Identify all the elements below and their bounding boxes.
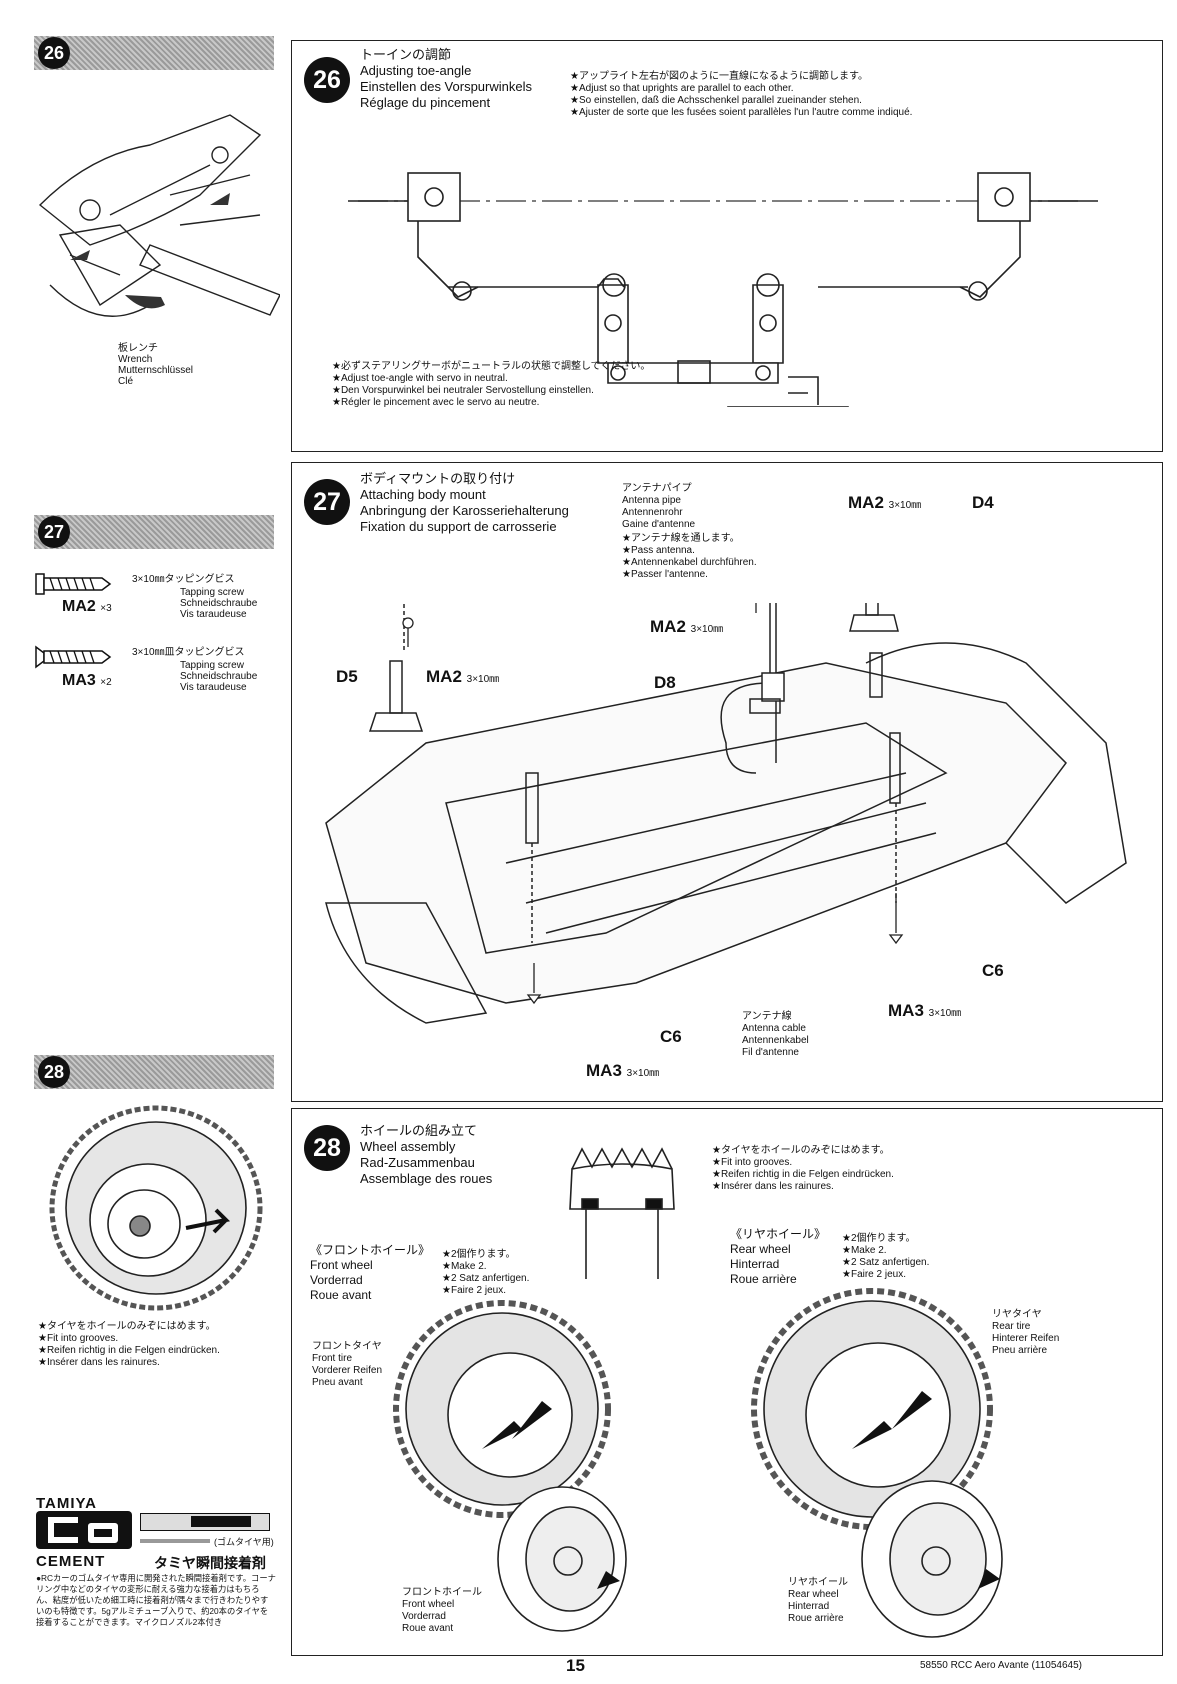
sidebar-step-28-header: 28 bbox=[34, 1055, 274, 1089]
ma2-description-langs: Tapping screw Schneidschraube Vis taraud… bbox=[180, 587, 258, 620]
rear-tire-wheel-illustration bbox=[751, 1288, 1003, 1638]
antenna-pipe-label: アンテナパイプ Antenna pipe Antennenrohr Gaine … bbox=[622, 483, 696, 530]
d8-label: D8 bbox=[654, 673, 676, 692]
sidebar-step-26-number: 26 bbox=[38, 37, 70, 69]
rear-wheel-heading: 《リヤホイール》 Rear wheel Hinterrad Roue arriè… bbox=[730, 1227, 827, 1286]
tire-groove-cross-section bbox=[569, 1147, 675, 1279]
ca-logo bbox=[36, 1511, 132, 1549]
step-26-title: トーインの調節 Adjusting toe-angle Einstellen d… bbox=[360, 47, 532, 110]
ma2-label-top: MA2 3×10㎜ bbox=[848, 493, 922, 512]
rear-make-note: ★2個作ります。 ★Make 2. ★2 Satz anfertigen. ★F… bbox=[842, 1233, 930, 1280]
step-26-upright-note: ★アップライト左右が図のように一直線になるように調節します。 ★Adjust s… bbox=[570, 71, 913, 118]
ma3-label-right: MA3 3×10㎜ bbox=[888, 1001, 962, 1020]
c6-label-right: C6 bbox=[982, 961, 1004, 980]
step-26-panel: 26 トーインの調節 Adjusting toe-angle Einstelle… bbox=[291, 40, 1163, 452]
step-28-title: ホイールの組み立て Wheel assembly Rad-Zusammenbau… bbox=[360, 1123, 493, 1186]
d5-label: D5 bbox=[336, 667, 358, 686]
ma2-label-middle: MA2 3×10㎜ bbox=[650, 617, 724, 636]
antenna-cable-label: アンテナ線 Antenna cable Antennenkabel Fil d'… bbox=[742, 1011, 809, 1058]
product-code: 58550 RCC Aero Avante (11054645) bbox=[920, 1660, 1082, 1671]
step-27-panel: 27 ボディマウントの取り付け Attaching body mount Anb… bbox=[291, 462, 1163, 1102]
sidebar-28-tire-illustration bbox=[49, 1105, 263, 1311]
sidebar-step-27-header: 27 bbox=[34, 515, 274, 549]
pass-antenna-note: ★アンテナ線を通します。 ★Pass antenna. ★Antennenkab… bbox=[622, 533, 757, 580]
cement-brand: TAMIYA bbox=[36, 1495, 98, 1512]
ma2-code: MA2 ×3 bbox=[62, 598, 112, 615]
cement-jp-title: タミヤ瞬間接着剤 bbox=[154, 1555, 266, 1571]
rear-tire-label: リヤタイヤ Rear tire Hinterer Reifen Pneu arr… bbox=[992, 1309, 1060, 1356]
cement-sub-label: (ゴムタイヤ用) bbox=[214, 1537, 274, 1547]
front-tire-wheel-illustration bbox=[393, 1300, 627, 1632]
cement-ad: TAMIYA (ゴムタイヤ用) CEMENT タミヤ瞬間接着剤 ●RCカーのゴム… bbox=[36, 1495, 276, 1645]
ma3-label-bottom: MA3 3×10㎜ bbox=[586, 1061, 660, 1080]
step-27-title: ボディマウントの取り付け Attaching body mount Anbrin… bbox=[360, 471, 569, 534]
step-26-servo-note: ★必ずステアリングサーボがニュートラルの状態で調整してください。 ★Adjust… bbox=[332, 361, 651, 408]
d4-label: D4 bbox=[972, 493, 994, 512]
sidebar-fit-note: ★タイヤをホイールのみぞにはめます。 ★Fit into grooves. ★R… bbox=[38, 1321, 220, 1368]
step-26-number: 26 bbox=[304, 57, 350, 103]
nozzle-icon bbox=[140, 1539, 210, 1543]
screw-ma2-icon bbox=[35, 573, 112, 595]
sidebar-step-27-number: 27 bbox=[38, 516, 70, 548]
screw-ma3-icon bbox=[35, 645, 112, 669]
front-make-note: ★2個作ります。 ★Make 2. ★2 Satz anfertigen. ★F… bbox=[442, 1249, 530, 1296]
page-number: 15 bbox=[566, 1656, 585, 1675]
c6-label-bottom: C6 bbox=[660, 1027, 682, 1046]
steering-linkage-diagram bbox=[348, 172, 1098, 407]
wrench-label: 板レンチ Wrench Mutternschlüssel Clé bbox=[118, 343, 194, 387]
sidebar-step-28-number: 28 bbox=[38, 1056, 70, 1088]
step-28-panel: 28 ホイールの組み立て Wheel assembly Rad-Zusammen… bbox=[291, 1108, 1163, 1656]
step-27-number: 27 bbox=[304, 479, 350, 525]
step-28-number: 28 bbox=[304, 1125, 350, 1171]
ma3-code: MA3 ×2 bbox=[62, 672, 112, 689]
cement-description: ●RCカーのゴムタイヤ専用に開発された瞬間接着剤です。コーナリング中などのタイヤ… bbox=[36, 1573, 276, 1627]
cement-tube-icon bbox=[140, 1513, 270, 1531]
front-wheel-label: フロントホイール Front wheel Vorderrad Roue avan… bbox=[402, 1587, 482, 1634]
sidebar-26-illustration bbox=[38, 114, 280, 317]
front-tire-label: フロントタイヤ Front tire Vorderer Reifen Pneu … bbox=[312, 1341, 383, 1388]
ma2-label-left: MA2 3×10㎜ bbox=[426, 667, 500, 686]
sidebar-step-26-header: 26 bbox=[34, 36, 274, 70]
front-wheel-heading: 《フロントホイール》 Front wheel Vorderrad Roue av… bbox=[310, 1243, 431, 1302]
chassis-diagram bbox=[325, 603, 1127, 1024]
ma3-description-langs: Tapping screw Schneidschraube Vis taraud… bbox=[180, 660, 258, 693]
ma3-description: 3×10㎜皿タッピングビス bbox=[132, 647, 245, 658]
step-28-fit-note: ★タイヤをホイールのみぞにはめます。 ★Fit into grooves. ★R… bbox=[712, 1145, 894, 1192]
ma2-description: 3×10㎜タッピングビス bbox=[132, 574, 235, 585]
cement-name: CEMENT bbox=[36, 1553, 106, 1570]
rear-wheel-label: リヤホイール Rear wheel Hinterrad Roue arrière bbox=[788, 1577, 848, 1624]
